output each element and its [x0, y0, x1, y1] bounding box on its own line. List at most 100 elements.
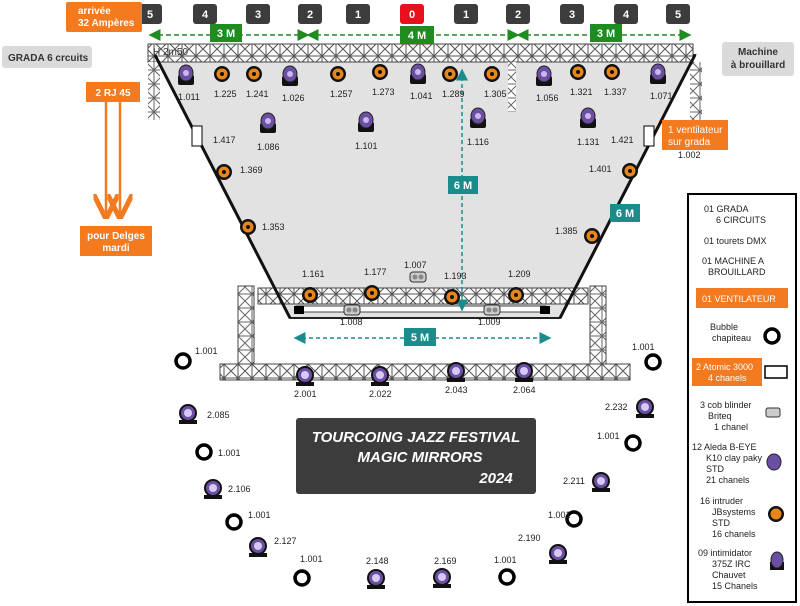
fog-line1: Machine: [738, 47, 778, 58]
mid-post: [508, 62, 516, 112]
moving-head-fixture: [358, 111, 374, 132]
fixture-label: 1.161: [302, 269, 325, 279]
moving-head-fixture: [650, 63, 666, 84]
intruder-fixture: [592, 472, 610, 492]
spot-fixture: [570, 64, 586, 80]
circuit-number: 5: [675, 9, 681, 21]
intruder-fixture: [515, 362, 533, 382]
legend-fan-swatch: [696, 288, 788, 308]
bubble-label: 1.001: [195, 346, 218, 356]
bubble-label: 1.001: [300, 554, 323, 564]
circuit-number: 3: [569, 9, 575, 21]
spot-fixture: [214, 66, 230, 82]
moving-head-fixture: [536, 65, 552, 86]
title-box: [296, 418, 536, 494]
legend-bubble-icon: [763, 327, 781, 345]
depth-dim-badge: [448, 176, 478, 194]
fixture-label: 1.131: [577, 137, 600, 147]
fixture-label: 1.002: [678, 150, 701, 160]
circuit-number: 2: [307, 9, 313, 21]
legend-text: Briteq: [708, 411, 732, 421]
fixture-label: 2.190: [518, 533, 541, 543]
fan-right-outline: [643, 125, 655, 147]
title-line2: MAGIC MIRRORS: [358, 449, 483, 466]
dim-left-label: 3 M: [217, 28, 235, 40]
fixture-label: 1.041: [410, 91, 433, 101]
fixture-label: 2.211: [563, 476, 585, 486]
fixture-label: 2.106: [228, 484, 251, 494]
legend-atomic-icon: [764, 365, 788, 379]
legend-text: Chauvet: [712, 570, 746, 580]
intruder-fixture: [204, 479, 222, 499]
circuit-number: 5: [147, 9, 153, 21]
fan-line1: 1 ventilateur: [668, 125, 723, 136]
spot-fixture: [604, 64, 620, 80]
fixture-label: 1.008: [340, 317, 363, 327]
fixture-label: 1.337: [604, 87, 627, 97]
fixture-label: 1.321: [570, 87, 593, 97]
dim-center-label: 4 M: [408, 30, 426, 42]
spot-fixture: [240, 219, 256, 235]
intruder-fixture: [296, 366, 314, 386]
legend-text: Bubble: [710, 322, 738, 332]
grada-box: [2, 46, 92, 68]
circuit-box: [193, 4, 217, 24]
spot-fixture: [372, 64, 388, 80]
intruder-fixture: [179, 404, 197, 424]
moving-head-fixture: [580, 107, 596, 128]
fixture-label: 1.385: [555, 226, 578, 236]
rj45-label: 2 RJ 45: [95, 88, 130, 99]
fixture-label: 1.071: [650, 91, 673, 101]
legend-text: 01 MACHINE A: [702, 256, 764, 266]
fixture-label: 1.225: [214, 89, 237, 99]
spot-fixture: [246, 66, 262, 82]
blinder-fixture: [409, 271, 427, 283]
fixture-label: 1.116: [467, 137, 489, 147]
fixture-label: 1.056: [536, 93, 559, 103]
block-left: [294, 306, 304, 314]
circuit-box: [138, 4, 162, 24]
bottom-dim-label: 5 M: [411, 332, 429, 344]
legend-text: 12 Aleda B-EYE: [692, 442, 757, 452]
intruder-fixture: [249, 537, 267, 557]
circuit-box: [298, 4, 322, 24]
back-truss: [257, 287, 589, 305]
left-side-line: [153, 54, 292, 319]
spot-fixture: [584, 228, 600, 244]
fixture-label: 1.273: [372, 87, 395, 97]
circuit-box: [346, 4, 370, 24]
bubble-label: 1.001: [218, 448, 241, 458]
bubble-label: 1.001: [494, 555, 517, 565]
fan-left-outline: [191, 125, 203, 147]
fan-box: [662, 120, 728, 150]
spot-fixture: [508, 287, 524, 303]
intruder-fixture: [447, 362, 465, 382]
rj45-box: [86, 82, 140, 102]
legend-text: STD: [712, 518, 731, 528]
fixture-label: 2.232: [605, 402, 628, 412]
intruder-fixture: [371, 366, 389, 386]
legend-text: 375Z IRC: [712, 559, 751, 569]
bubble-label: 1.001: [548, 510, 571, 520]
spot-fixture: [302, 287, 318, 303]
legend-spot-icon: [768, 506, 784, 522]
dim-left-badge: [210, 24, 242, 42]
spot-fixture: [444, 289, 460, 305]
bubble-label: 1.001: [248, 510, 271, 520]
left-post: [148, 62, 160, 120]
blinder-fixture: [343, 304, 361, 316]
circuit-box: [506, 4, 530, 24]
fixture-label: 2.001: [294, 389, 317, 399]
delges-box: [80, 226, 152, 256]
legend-moving-head-icon: [766, 453, 782, 471]
side-dim-label: 6 M: [616, 208, 634, 220]
legend-text: BROUILLARD: [708, 267, 766, 277]
legend-box: [687, 193, 797, 603]
fixture-label: 1.177: [364, 267, 387, 277]
blinder-fixture: [483, 304, 501, 316]
fixture-label: 1.193: [444, 271, 467, 281]
spot-fixture: [622, 163, 638, 179]
legend-text: 01 GRADA: [704, 204, 749, 214]
legend-text: JBsystems: [712, 507, 756, 517]
